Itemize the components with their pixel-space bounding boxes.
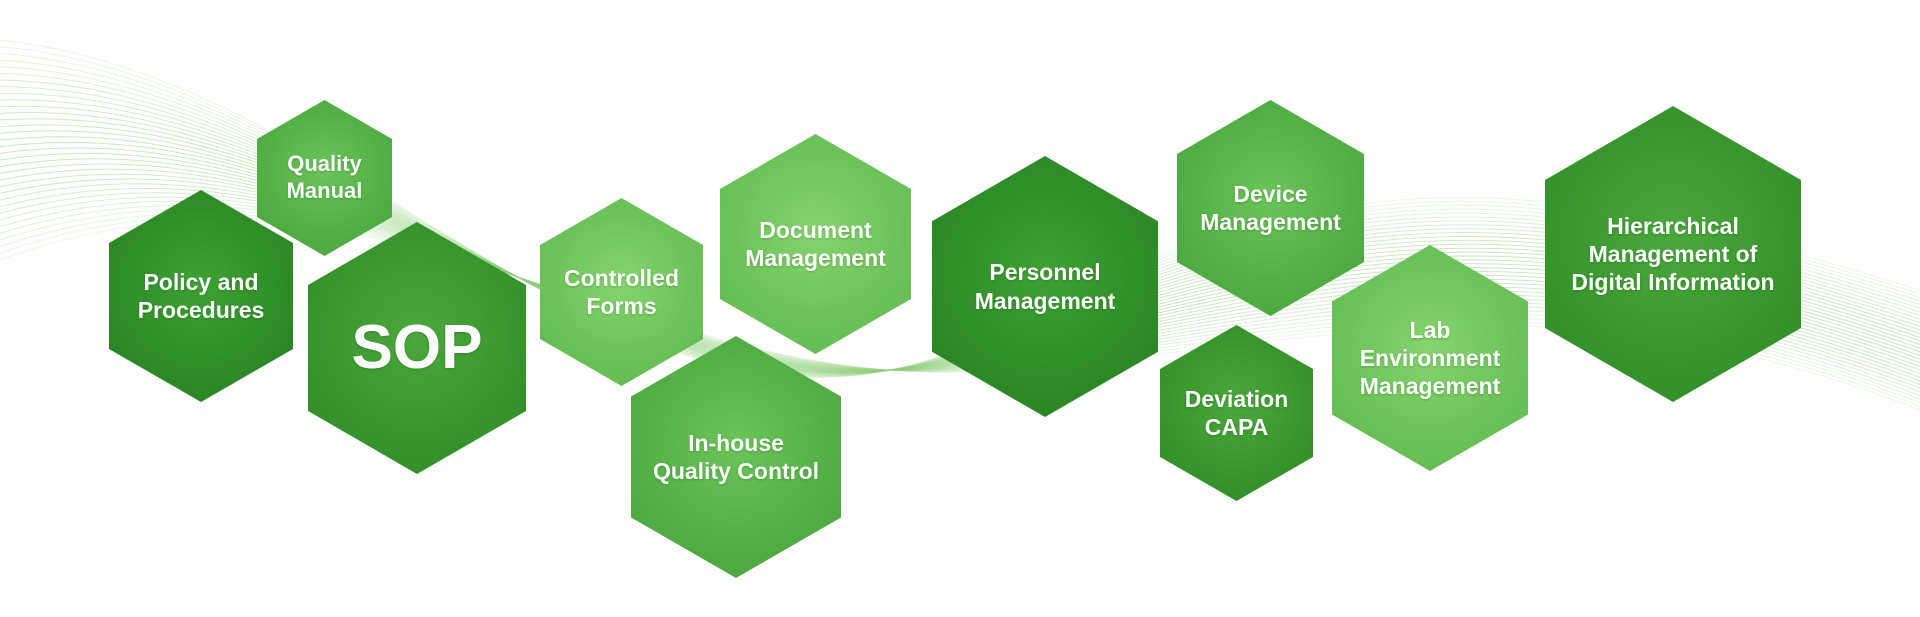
- hex-lab-environment-management-label: Lab Environment Management: [1359, 316, 1501, 400]
- hex-personnel-management-label: Personnel Management: [974, 259, 1116, 314]
- hex-policy-procedures-label: Policy and Procedures: [137, 268, 265, 323]
- hex-deviation-capa: Deviation CAPA: [1160, 325, 1313, 501]
- hex-quality-manual: Quality Manual: [257, 100, 392, 256]
- hex-document-management-label: Document Management: [745, 216, 886, 271]
- hex-sop-label: SOP: [351, 313, 483, 383]
- hex-controlled-forms: Controlled Forms: [540, 198, 703, 386]
- hex-device-management-label: Device Management: [1200, 180, 1341, 235]
- hex-quality-manual-label: Quality Manual: [286, 151, 363, 203]
- hex-sop: SOP: [308, 222, 526, 474]
- hex-hierarchical-management-label: Hierarchical Management of Digital Infor…: [1571, 212, 1775, 296]
- hex-controlled-forms-label: Controlled Forms: [564, 264, 679, 319]
- hex-inhouse-quality-control-label: In-house Quality Control: [652, 429, 820, 484]
- hex-deviation-capa-label: Deviation CAPA: [1184, 385, 1289, 440]
